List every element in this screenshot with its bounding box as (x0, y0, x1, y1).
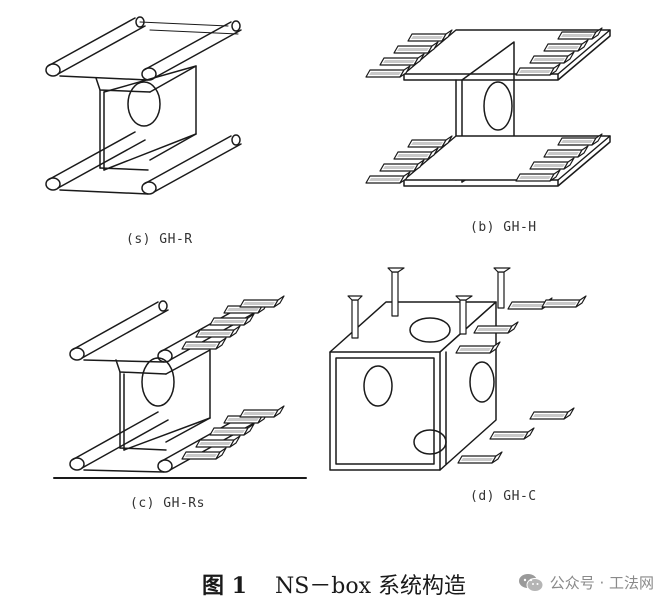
panel-gh-r (45, 16, 242, 195)
panel-c-label: (c) GH-Rs (130, 496, 205, 511)
wechat-icon (518, 573, 544, 592)
watermark: 公众号 · 工法网 (518, 572, 654, 593)
panel-a-label: (s) GH-R (126, 232, 193, 247)
figure-title: NS－box 系统构造 (274, 574, 466, 599)
watermark-text: 公众号 · 工法网 (549, 574, 654, 592)
panel-gh-h (365, 27, 611, 187)
figure-number: 图 1 (201, 573, 247, 599)
panel-b-label: (b) GH-H (470, 220, 537, 235)
panel-gh-c (329, 267, 587, 471)
figure-caption: 图 1 NS－box 系统构造 (0, 568, 668, 600)
panel-d-label: (d) GH-C (470, 489, 537, 504)
panel-gh-rs (53, 295, 307, 479)
